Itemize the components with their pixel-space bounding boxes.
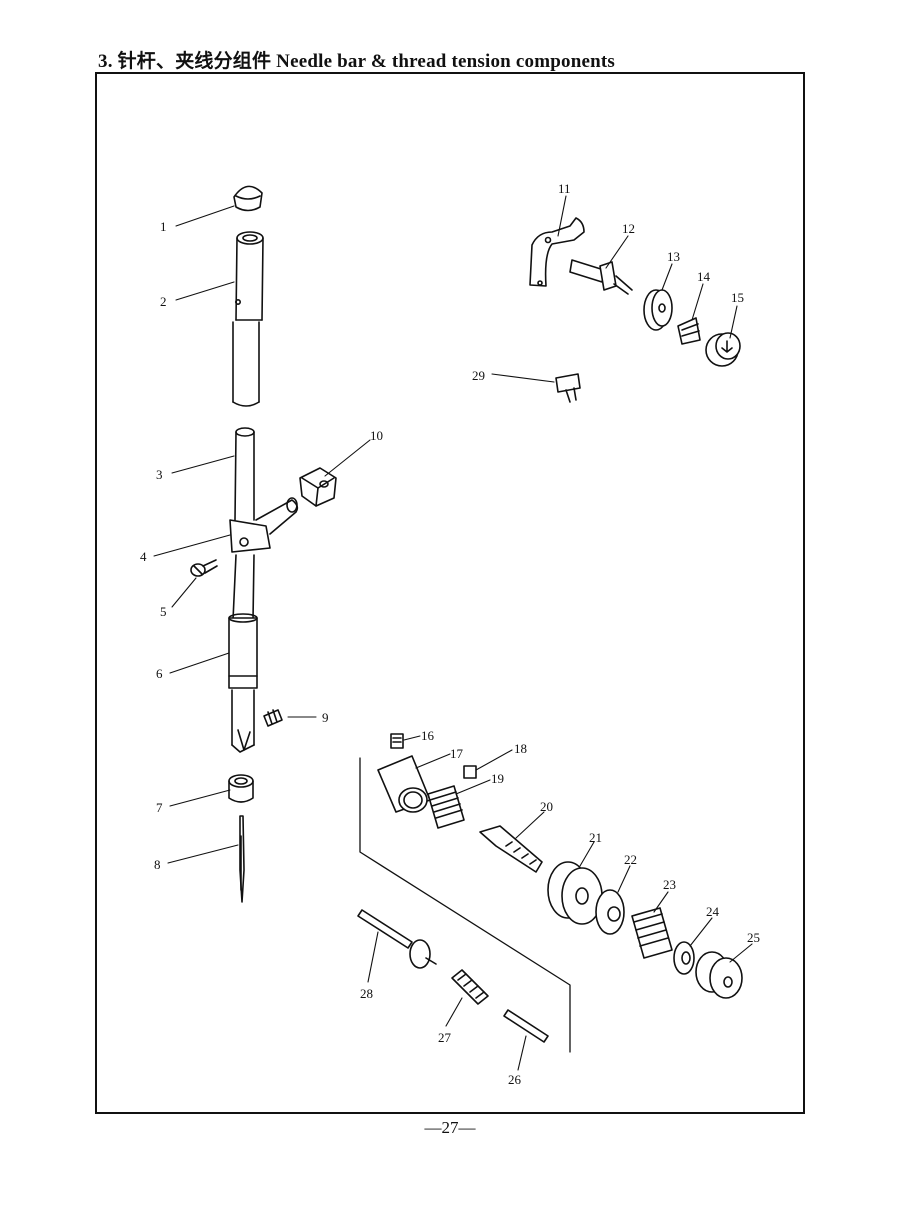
part-3-needle-bar	[232, 427, 255, 621]
part-29-screw	[555, 373, 581, 403]
callout-24: 24	[706, 904, 720, 919]
part-13-tension-disc	[643, 289, 673, 331]
part-11-thread-guide-plate	[529, 217, 585, 287]
callout-7: 7	[156, 800, 163, 815]
part-16-set-screw	[390, 733, 404, 749]
part-15-tension-nut	[705, 332, 741, 367]
callout-6: 6	[156, 666, 163, 681]
callout-13: 13	[667, 249, 680, 264]
part-21-tension-discs	[547, 861, 603, 925]
part-9-set-screw	[263, 709, 283, 727]
callout-28: 28	[360, 986, 373, 1001]
callout-4: 4	[140, 549, 147, 564]
callout-21: 21	[589, 830, 602, 845]
callout-26: 26	[508, 1072, 522, 1087]
page-title: 3. 针杆、夹线分组件 Needle bar & thread tension …	[98, 51, 616, 72]
callout-16: 16	[421, 728, 435, 743]
callout-9: 9	[322, 710, 329, 725]
callout-15: 15	[731, 290, 744, 305]
part-22-disc	[595, 889, 625, 935]
leader-lines-lower-right	[367, 735, 753, 1071]
part-14-tension-spring	[677, 317, 701, 345]
leader-lines-upper-right	[491, 195, 738, 383]
callout-22: 22	[624, 852, 637, 867]
part-10-guide-block	[299, 467, 337, 507]
callout-2: 2	[160, 294, 167, 309]
callout-11: 11	[558, 181, 571, 196]
part-7-thread-guide	[228, 774, 254, 803]
part-18-screw	[463, 765, 477, 779]
callout-18: 18	[514, 741, 527, 756]
part-8-needle	[239, 815, 245, 903]
part-28-release-pin	[357, 909, 437, 969]
part-1-needle-bar-cap	[233, 185, 263, 212]
part-5-screw	[190, 559, 218, 577]
callout-27: 27	[438, 1030, 452, 1045]
part-6-needle-bar-lower	[228, 613, 258, 753]
callout-12: 12	[622, 221, 635, 236]
callout-23: 23	[663, 877, 676, 892]
part-24-washer	[673, 941, 695, 975]
part-27-spring	[451, 969, 489, 1005]
assembly-bracket-outline	[359, 757, 571, 1053]
page-number: —27—	[424, 1118, 476, 1137]
part-23-spring	[631, 907, 673, 959]
diagram-frame	[95, 72, 805, 1114]
callout-25: 25	[747, 930, 760, 945]
part-17-tension-base	[377, 755, 431, 813]
callout-19: 19	[491, 771, 504, 786]
callout-20: 20	[540, 799, 553, 814]
callout-1: 1	[160, 219, 167, 234]
part-25-tension-nut	[695, 951, 743, 999]
part-12-tension-stud	[569, 259, 633, 295]
part-19-spring	[427, 785, 465, 829]
part-20-tension-post	[479, 825, 543, 873]
callout-5: 5	[160, 604, 167, 619]
leader-lines-left	[153, 205, 371, 864]
part-2-needle-bar-upper	[232, 231, 264, 407]
part-4-needle-bar-clamp	[229, 497, 299, 553]
part-26-pin	[503, 1009, 549, 1043]
callout-29: 29	[472, 368, 485, 383]
callout-14: 14	[697, 269, 711, 284]
callout-3: 3	[156, 467, 163, 482]
callout-10: 10	[370, 428, 383, 443]
callout-8: 8	[154, 857, 161, 872]
callout-17: 17	[450, 746, 464, 761]
